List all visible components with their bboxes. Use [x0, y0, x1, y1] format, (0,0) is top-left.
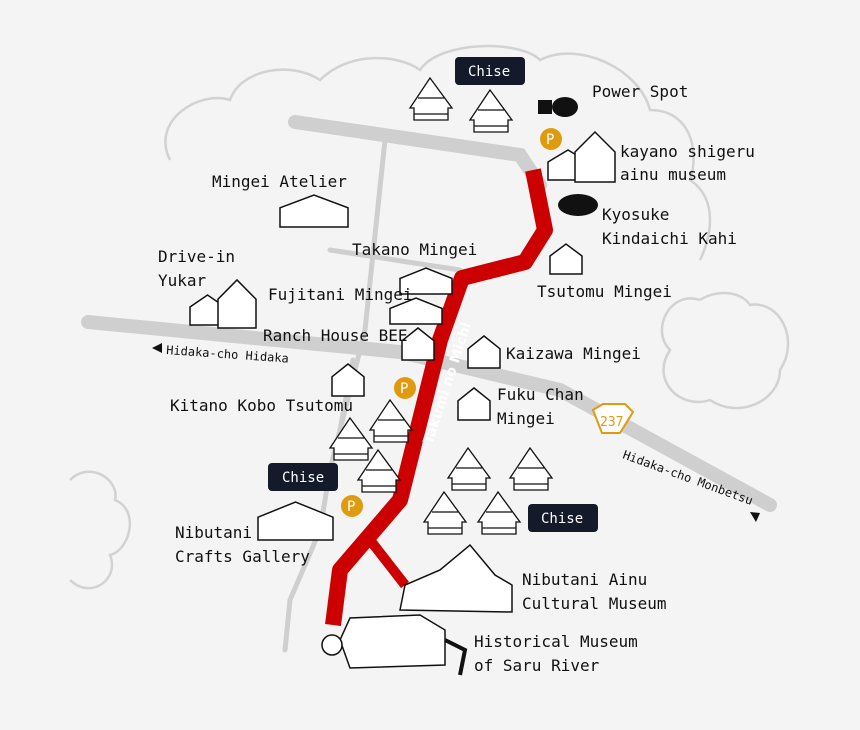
house-icon — [401, 327, 435, 361]
cloud-outlines — [69, 44, 790, 590]
place-power-spot: Power Spot — [592, 82, 688, 101]
chise-hut-icon — [368, 398, 414, 443]
house-icon — [257, 501, 334, 541]
place-kaizawa-mingei: Kaizawa Mingei — [506, 344, 641, 363]
svg-text:Chise: Chise — [468, 64, 510, 80]
place-ainu-museum-line1: Nibutani Ainu — [522, 570, 647, 589]
chise-hut-icon — [446, 446, 492, 491]
svg-text:P: P — [347, 499, 355, 515]
place-drive-in-line2: Yukar — [158, 271, 207, 290]
power-spot-icon — [538, 97, 578, 117]
house-icon — [467, 335, 501, 369]
svg-text:Chise: Chise — [541, 511, 583, 527]
chise-hut-icon — [356, 448, 402, 493]
kindaichi-stone-icon — [558, 194, 598, 216]
place-kitano-kobo: Kitano Kobo Tsutomu — [170, 396, 353, 415]
place-nibutani-crafts-line2: Crafts Gallery — [175, 547, 310, 566]
house-icon — [549, 243, 583, 275]
place-fuku-chan-line2: Mingei — [497, 409, 555, 428]
parking-icon: P — [540, 128, 562, 150]
house-icon — [279, 194, 349, 228]
house-icon — [331, 363, 365, 397]
parking-icon: P — [341, 495, 363, 517]
place-kyosuke-line2: Kindaichi Kahi — [602, 229, 737, 248]
chise-hut-icon — [328, 416, 374, 461]
house-icon — [217, 278, 257, 329]
place-saru-museum-line2: of Saru River — [474, 656, 600, 675]
svg-text:Chise: Chise — [282, 470, 324, 486]
chise-hut-icon — [408, 76, 454, 121]
route-237-sign: 237 — [591, 403, 635, 434]
arrow-left-icon — [152, 343, 162, 353]
house-icon — [389, 297, 443, 325]
svg-text:P: P — [546, 132, 554, 148]
place-drive-in-line1: Drive-in — [158, 247, 235, 266]
place-tsutomu-mingei: Tsutomu Mingei — [537, 282, 672, 301]
arrow-right-icon — [750, 512, 760, 522]
place-kyosuke-line1: Kyosuke — [602, 205, 669, 224]
chise-hut-icon — [508, 446, 554, 491]
place-mingei-atelier: Mingei Atelier — [212, 172, 347, 191]
place-fujitani-mingei: Fujitani Mingei — [268, 285, 413, 304]
chise-tag: Chise — [528, 504, 598, 532]
place-takano-mingei: Takano Mingei — [352, 240, 477, 259]
place-kayano-line1: kayano shigeru — [620, 142, 755, 161]
house-icon — [399, 267, 453, 295]
place-saru-museum-line1: Historical Museum — [474, 632, 638, 651]
svg-text:237: 237 — [600, 415, 623, 430]
chise-tag: Chise — [268, 463, 338, 491]
chise-hut-icon — [468, 88, 514, 133]
parking-icon: P — [394, 377, 416, 399]
place-ranch-house-bee: Ranch House BEE — [263, 326, 408, 345]
house-icon — [574, 130, 616, 183]
house-icon — [457, 387, 491, 421]
place-nibutani-crafts-line1: Nibutani — [175, 523, 252, 542]
svg-text:P: P — [400, 381, 408, 397]
place-fuku-chan-line1: Fuku Chan — [497, 385, 584, 404]
chise-tag: Chise — [455, 57, 525, 85]
buildings — [189, 76, 616, 541]
chise-hut-icon — [476, 490, 522, 535]
place-kayano-line2: ainu museum — [620, 165, 726, 184]
chise-hut-icon — [422, 490, 468, 535]
saru-river-museum-building — [321, 614, 468, 676]
place-ainu-museum-line2: Cultural Museum — [522, 594, 667, 613]
ainu-cultural-museum-building — [399, 543, 513, 613]
